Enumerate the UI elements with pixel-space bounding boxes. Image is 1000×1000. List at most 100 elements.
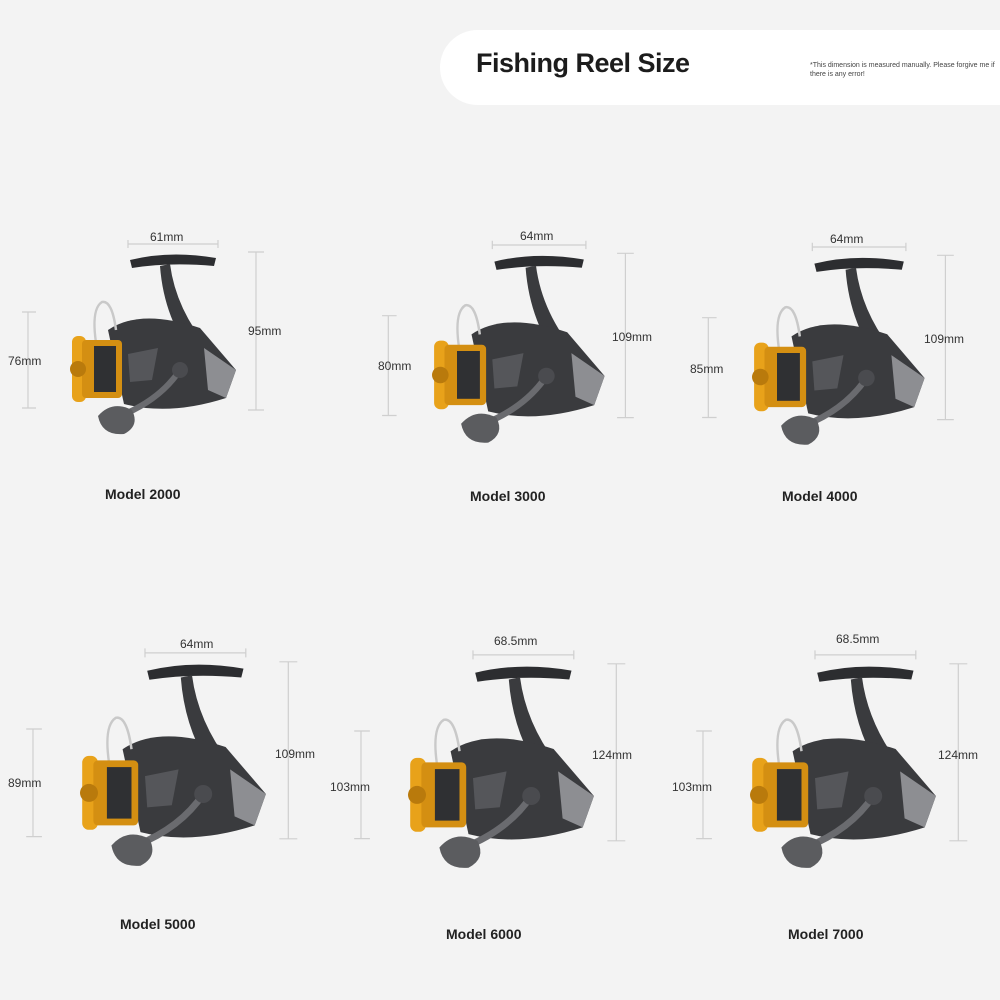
reel-body [471,322,605,417]
body-height-label: 103mm [672,780,713,794]
reel-side-plate [891,355,925,408]
height-dimension-line [617,252,634,419]
reel-side-plate [571,353,605,406]
reel-card-5000: 64mm 109mm 89mm Model 5000 [8,630,320,932]
reel-body [792,738,936,840]
spool-line-band [106,767,132,819]
spool-knob [70,361,86,377]
spinning-reel-image [354,650,626,868]
handle-grip [781,415,820,445]
reel-card-3000: 64mm 109mm 80mm Model 3000 [378,220,680,520]
reel-foot [494,255,584,270]
spool-line-band [777,353,800,401]
reel-side-plate [558,771,594,828]
width-label: 61mm [150,230,184,244]
reel-foot [130,254,216,268]
model-name: Model 3000 [470,488,546,504]
height-label: 109mm [924,332,965,346]
title-banner: Fishing Reel Size *This dimension is mea… [440,30,1000,105]
handle-hub [194,785,213,803]
rotor-cutout [473,771,507,810]
handle-grip [461,413,500,443]
handle-hub [172,362,188,378]
body-dimension-line [26,728,42,838]
body-dimension-line [702,317,717,419]
handle-grip [781,836,823,868]
width-label: 64mm [520,229,554,243]
reel-body [108,318,236,409]
body-height-label: 103mm [330,780,371,794]
spool-line-band [776,769,802,821]
reel-foot [817,666,914,682]
height-label: 109mm [275,747,316,761]
model-name: Model 5000 [120,916,196,932]
rotor-cutout [145,769,179,808]
reel-body [122,736,266,838]
body-height-label: 80mm [378,359,412,373]
height-label: 124mm [592,748,633,762]
model-name: Model 7000 [788,926,864,942]
spinning-reel-image [702,242,954,445]
handle-hub [858,369,875,387]
height-dimension-line [949,663,968,842]
spool-knob [752,368,769,386]
width-label: 64mm [830,232,864,246]
body-dimension-line [22,311,36,409]
width-label: 68.5mm [494,634,538,648]
body-height-label: 85mm [690,362,724,376]
height-dimension-line [248,251,264,411]
height-dimension-line [607,663,626,842]
width-dimension-line [144,648,247,658]
width-label: 68.5mm [836,632,880,646]
reel-body [791,324,925,419]
body-dimension-line [354,730,370,840]
spool-knob [408,785,426,804]
body-dimension-line [382,315,397,417]
reel-side-plate [204,348,236,398]
spinning-reel-image [696,650,968,868]
body-dimension-line [696,730,712,840]
rotor-cutout [492,353,524,389]
handle-grip [439,836,481,868]
handle-grip [98,406,135,435]
spool-knob [750,785,768,804]
handle-grip [111,834,153,866]
spool-line-band [457,351,480,399]
reel-foot [814,257,904,272]
reel-side-plate [230,769,266,826]
rotor-cutout [812,355,844,391]
height-label: 124mm [938,748,979,762]
height-label: 95mm [248,324,282,338]
width-dimension-line [472,650,575,660]
model-name: Model 4000 [782,488,858,504]
handle-hub [538,367,555,385]
reel-card-4000: 64mm 109mm 85mm Model 4000 [690,220,1000,520]
model-name: Model 6000 [446,926,522,942]
spool-line-band [94,346,116,392]
reel-card-2000: 61mm 95mm 76mm Model 2000 [8,220,320,520]
spinning-reel-image [26,648,298,866]
model-name: Model 2000 [105,486,181,502]
spool-knob [432,366,449,384]
rotor-cutout [815,771,849,810]
reel-body [450,738,594,840]
width-dimension-line [811,242,907,252]
rotor-cutout [128,348,158,382]
reel-foot [475,666,572,682]
body-height-label: 76mm [8,354,42,368]
reel-card-6000: 68.5mm 124mm 103mm Model 6000 [330,630,640,942]
height-label: 109mm [612,330,653,344]
spinning-reel-image [22,240,264,435]
width-dimension-line [491,240,587,250]
width-label: 64mm [180,637,214,651]
reel-card-7000: 68.5mm 124mm 103mm Model 7000 [672,630,980,942]
spinning-reel-image [382,240,634,443]
measurement-note: *This dimension is measured manually. Pl… [810,62,995,78]
width-dimension-line [127,240,219,248]
body-height-label: 89mm [8,776,42,790]
width-dimension-line [814,650,917,660]
reel-foot [147,664,244,680]
reel-side-plate [900,771,936,828]
page-title: Fishing Reel Size [476,48,690,78]
spool-line-band [434,769,460,821]
